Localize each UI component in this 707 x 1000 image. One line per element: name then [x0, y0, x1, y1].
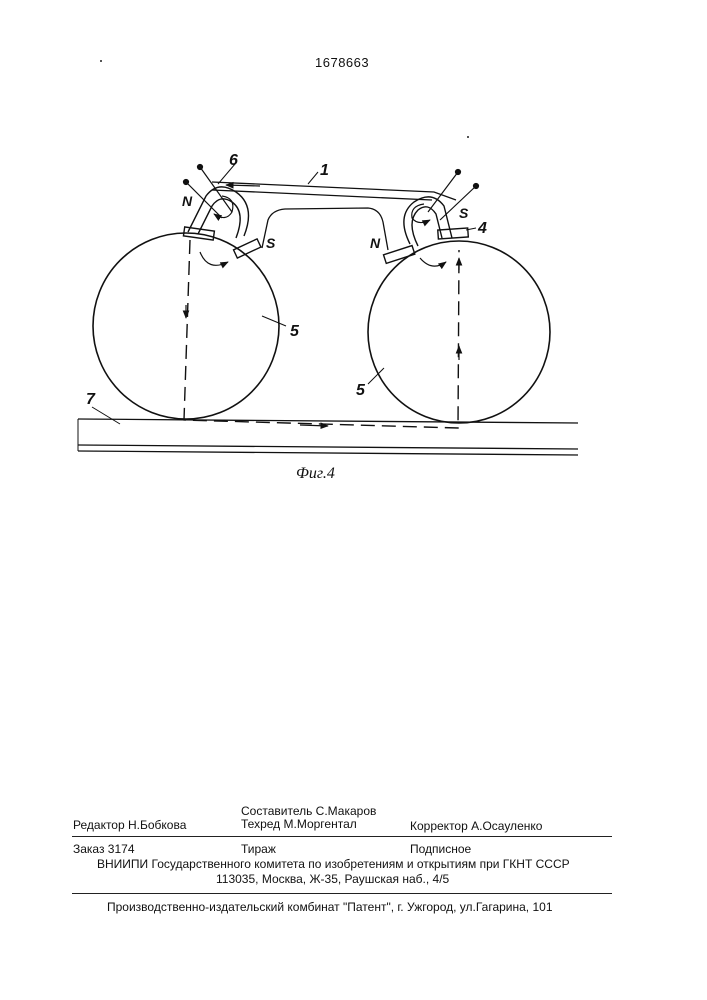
circulation: Тираж — [241, 842, 276, 856]
flux-path — [184, 240, 459, 428]
address-line: 113035, Москва, Ж-35, Раушская наб., 4/5 — [216, 872, 449, 886]
label-1: 1 — [320, 162, 329, 179]
right-magnet — [383, 197, 468, 264]
pole-n-right: N — [370, 235, 381, 251]
figure-4-drawing: 1 6 4 5 5 7 N S N S — [0, 0, 707, 500]
label-7: 7 — [86, 391, 96, 408]
figure-caption: Фиг.4 — [296, 465, 335, 483]
composer: Составитель С.Макаров — [241, 804, 376, 818]
label-4: 4 — [477, 220, 487, 237]
pole-s-right: S — [459, 205, 469, 221]
org-line: ВНИИПИ Государственного комитета по изоб… — [97, 857, 570, 871]
label-5-right: 5 — [356, 382, 366, 399]
left-wheel — [93, 233, 279, 419]
pole-n-left: N — [182, 193, 193, 209]
corrector: Корректор А.Осауленко — [410, 819, 542, 833]
label-6: 6 — [229, 152, 238, 169]
label-5-left: 5 — [290, 323, 300, 340]
order: Заказ 3174 — [73, 842, 135, 856]
subscription: Подписное — [410, 842, 471, 856]
publisher-line: Производственно-издательский комбинат "П… — [107, 900, 553, 914]
editor: Редактор Н.Бобкова — [73, 818, 186, 832]
divider-top — [72, 836, 612, 837]
techred: Техред М.Моргентал — [241, 817, 357, 831]
divider-bottom — [72, 893, 612, 894]
pole-s-left: S — [266, 235, 276, 251]
